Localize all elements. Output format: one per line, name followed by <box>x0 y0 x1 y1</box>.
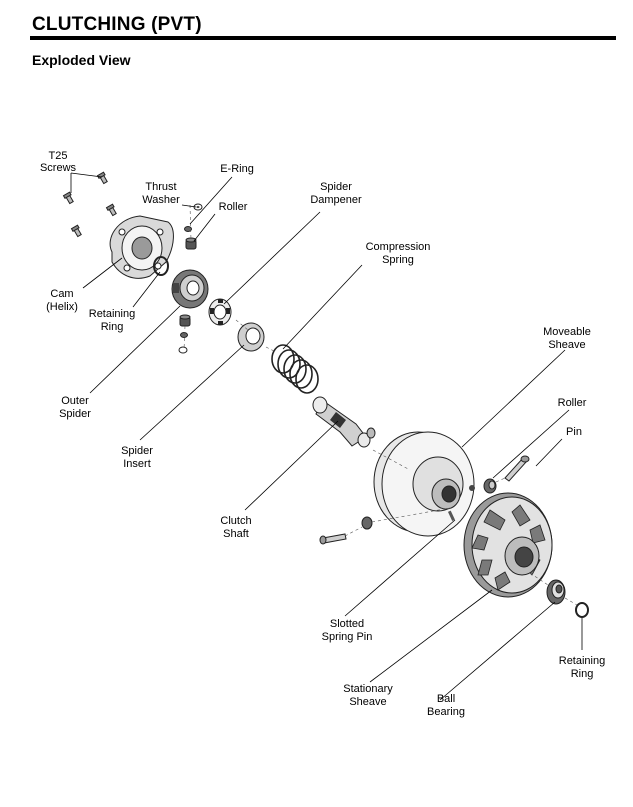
label-roller-top: Roller <box>219 201 248 213</box>
pin-left-part <box>319 533 347 545</box>
label-compression-spring-line1: Compression <box>366 241 431 253</box>
label-clutch-shaft-line2: Shaft <box>223 528 249 540</box>
retaining-ring-top-part <box>153 256 169 276</box>
label-clutch-shaft: Clutch Shaft <box>220 515 251 540</box>
ball-bearing-part <box>546 579 566 605</box>
label-roller-right: Roller <box>558 397 587 409</box>
label-outer-spider-line1: Outer <box>61 395 89 407</box>
spider-roller-stack-part <box>178 314 191 354</box>
label-compression-spring-line2: Spring <box>382 254 414 266</box>
label-outer-spider: Outer Spider <box>59 395 91 420</box>
label-e-ring-line1: E-Ring <box>220 163 254 175</box>
label-spider-dampener: Spider Dampener <box>310 181 362 206</box>
label-thrust-washer-line2: Washer <box>142 194 180 206</box>
label-roller-right-line1: Roller <box>558 397 587 409</box>
label-moveable-sheave-line1: Moveable <box>543 326 591 338</box>
retaining-ring-bottom-part <box>575 602 589 618</box>
label-spider-insert-line1: Spider <box>121 445 153 457</box>
outer-spider-part <box>171 269 209 309</box>
t25-screws-part <box>62 171 117 238</box>
label-spider-dampener-line1: Spider <box>320 181 352 193</box>
label-ball-bearing: Ball Bearing <box>427 693 465 718</box>
label-stationary-sheave: Stationary Sheave <box>343 683 393 708</box>
leader-lines <box>70 172 583 701</box>
label-thrust-washer: Thrust Washer <box>142 181 180 206</box>
label-retaining-ring-bottom-line1: Retaining <box>559 655 605 667</box>
label-moveable-sheave-line2: Sheave <box>548 339 585 351</box>
cam-helix-part <box>109 215 174 279</box>
label-outer-spider-line2: Spider <box>59 408 91 420</box>
assembly-guides <box>183 204 578 606</box>
label-cam-helix: Cam (Helix) <box>46 288 78 313</box>
slotted-spring-pin-part <box>447 510 455 521</box>
spider-insert-part <box>237 322 265 352</box>
label-t25-screws: T25 Screws <box>40 150 77 174</box>
section-title: CLUTCHING (PVT) <box>32 14 202 35</box>
label-pin: Pin <box>566 426 582 438</box>
label-ball-bearing-line1: Ball <box>437 693 455 705</box>
label-retaining-ring-top-line1: Retaining <box>89 308 135 320</box>
label-spider-insert: Spider Insert <box>121 445 153 470</box>
e-ring-part <box>184 226 192 232</box>
stationary-sheave-part <box>463 492 553 598</box>
label-t25-screws-line1: T25 <box>49 150 68 162</box>
spider-dampener-part <box>208 298 232 326</box>
label-roller-top-line1: Roller <box>219 201 248 213</box>
label-ball-bearing-line2: Bearing <box>427 706 465 718</box>
label-slotted-spring-pin: Slotted Spring Pin <box>322 618 373 643</box>
label-retaining-ring-bottom-line2: Ring <box>571 668 594 680</box>
roller-top-part <box>185 237 197 250</box>
label-e-ring: E-Ring <box>220 163 254 175</box>
label-moveable-sheave: Moveable Sheave <box>543 326 591 351</box>
clutch-shaft-part <box>312 396 376 448</box>
roller-right-part <box>483 478 497 494</box>
label-retaining-ring-top: Retaining Ring <box>89 308 135 333</box>
compression-spring-part <box>271 344 319 394</box>
label-spider-dampener-line2: Dampener <box>310 194 362 206</box>
label-t25-screws-line2: Screws <box>40 162 77 174</box>
label-cam-helix-line1: Cam <box>50 288 73 300</box>
roller-left-part <box>361 516 373 530</box>
label-clutch-shaft-line1: Clutch <box>220 515 251 527</box>
title-rule <box>30 36 616 40</box>
pin-right-part <box>504 455 530 482</box>
label-pin-line1: Pin <box>566 426 582 438</box>
label-retaining-ring-top-line2: Ring <box>101 321 124 333</box>
label-slotted-spring-pin-line1: Slotted <box>330 618 364 630</box>
label-stationary-sheave-line2: Sheave <box>349 696 386 708</box>
diagram-subtitle: Exploded View <box>32 52 131 68</box>
label-slotted-spring-pin-line2: Spring Pin <box>322 631 373 643</box>
label-stationary-sheave-line1: Stationary <box>343 683 393 695</box>
label-spider-insert-line2: Insert <box>123 458 151 470</box>
moveable-sheave-part <box>373 431 475 537</box>
label-compression-spring: Compression Spring <box>366 241 431 266</box>
label-thrust-washer-line1: Thrust <box>145 181 176 193</box>
label-cam-helix-line2: (Helix) <box>46 301 78 313</box>
label-retaining-ring-bottom: Retaining Ring <box>559 655 605 680</box>
